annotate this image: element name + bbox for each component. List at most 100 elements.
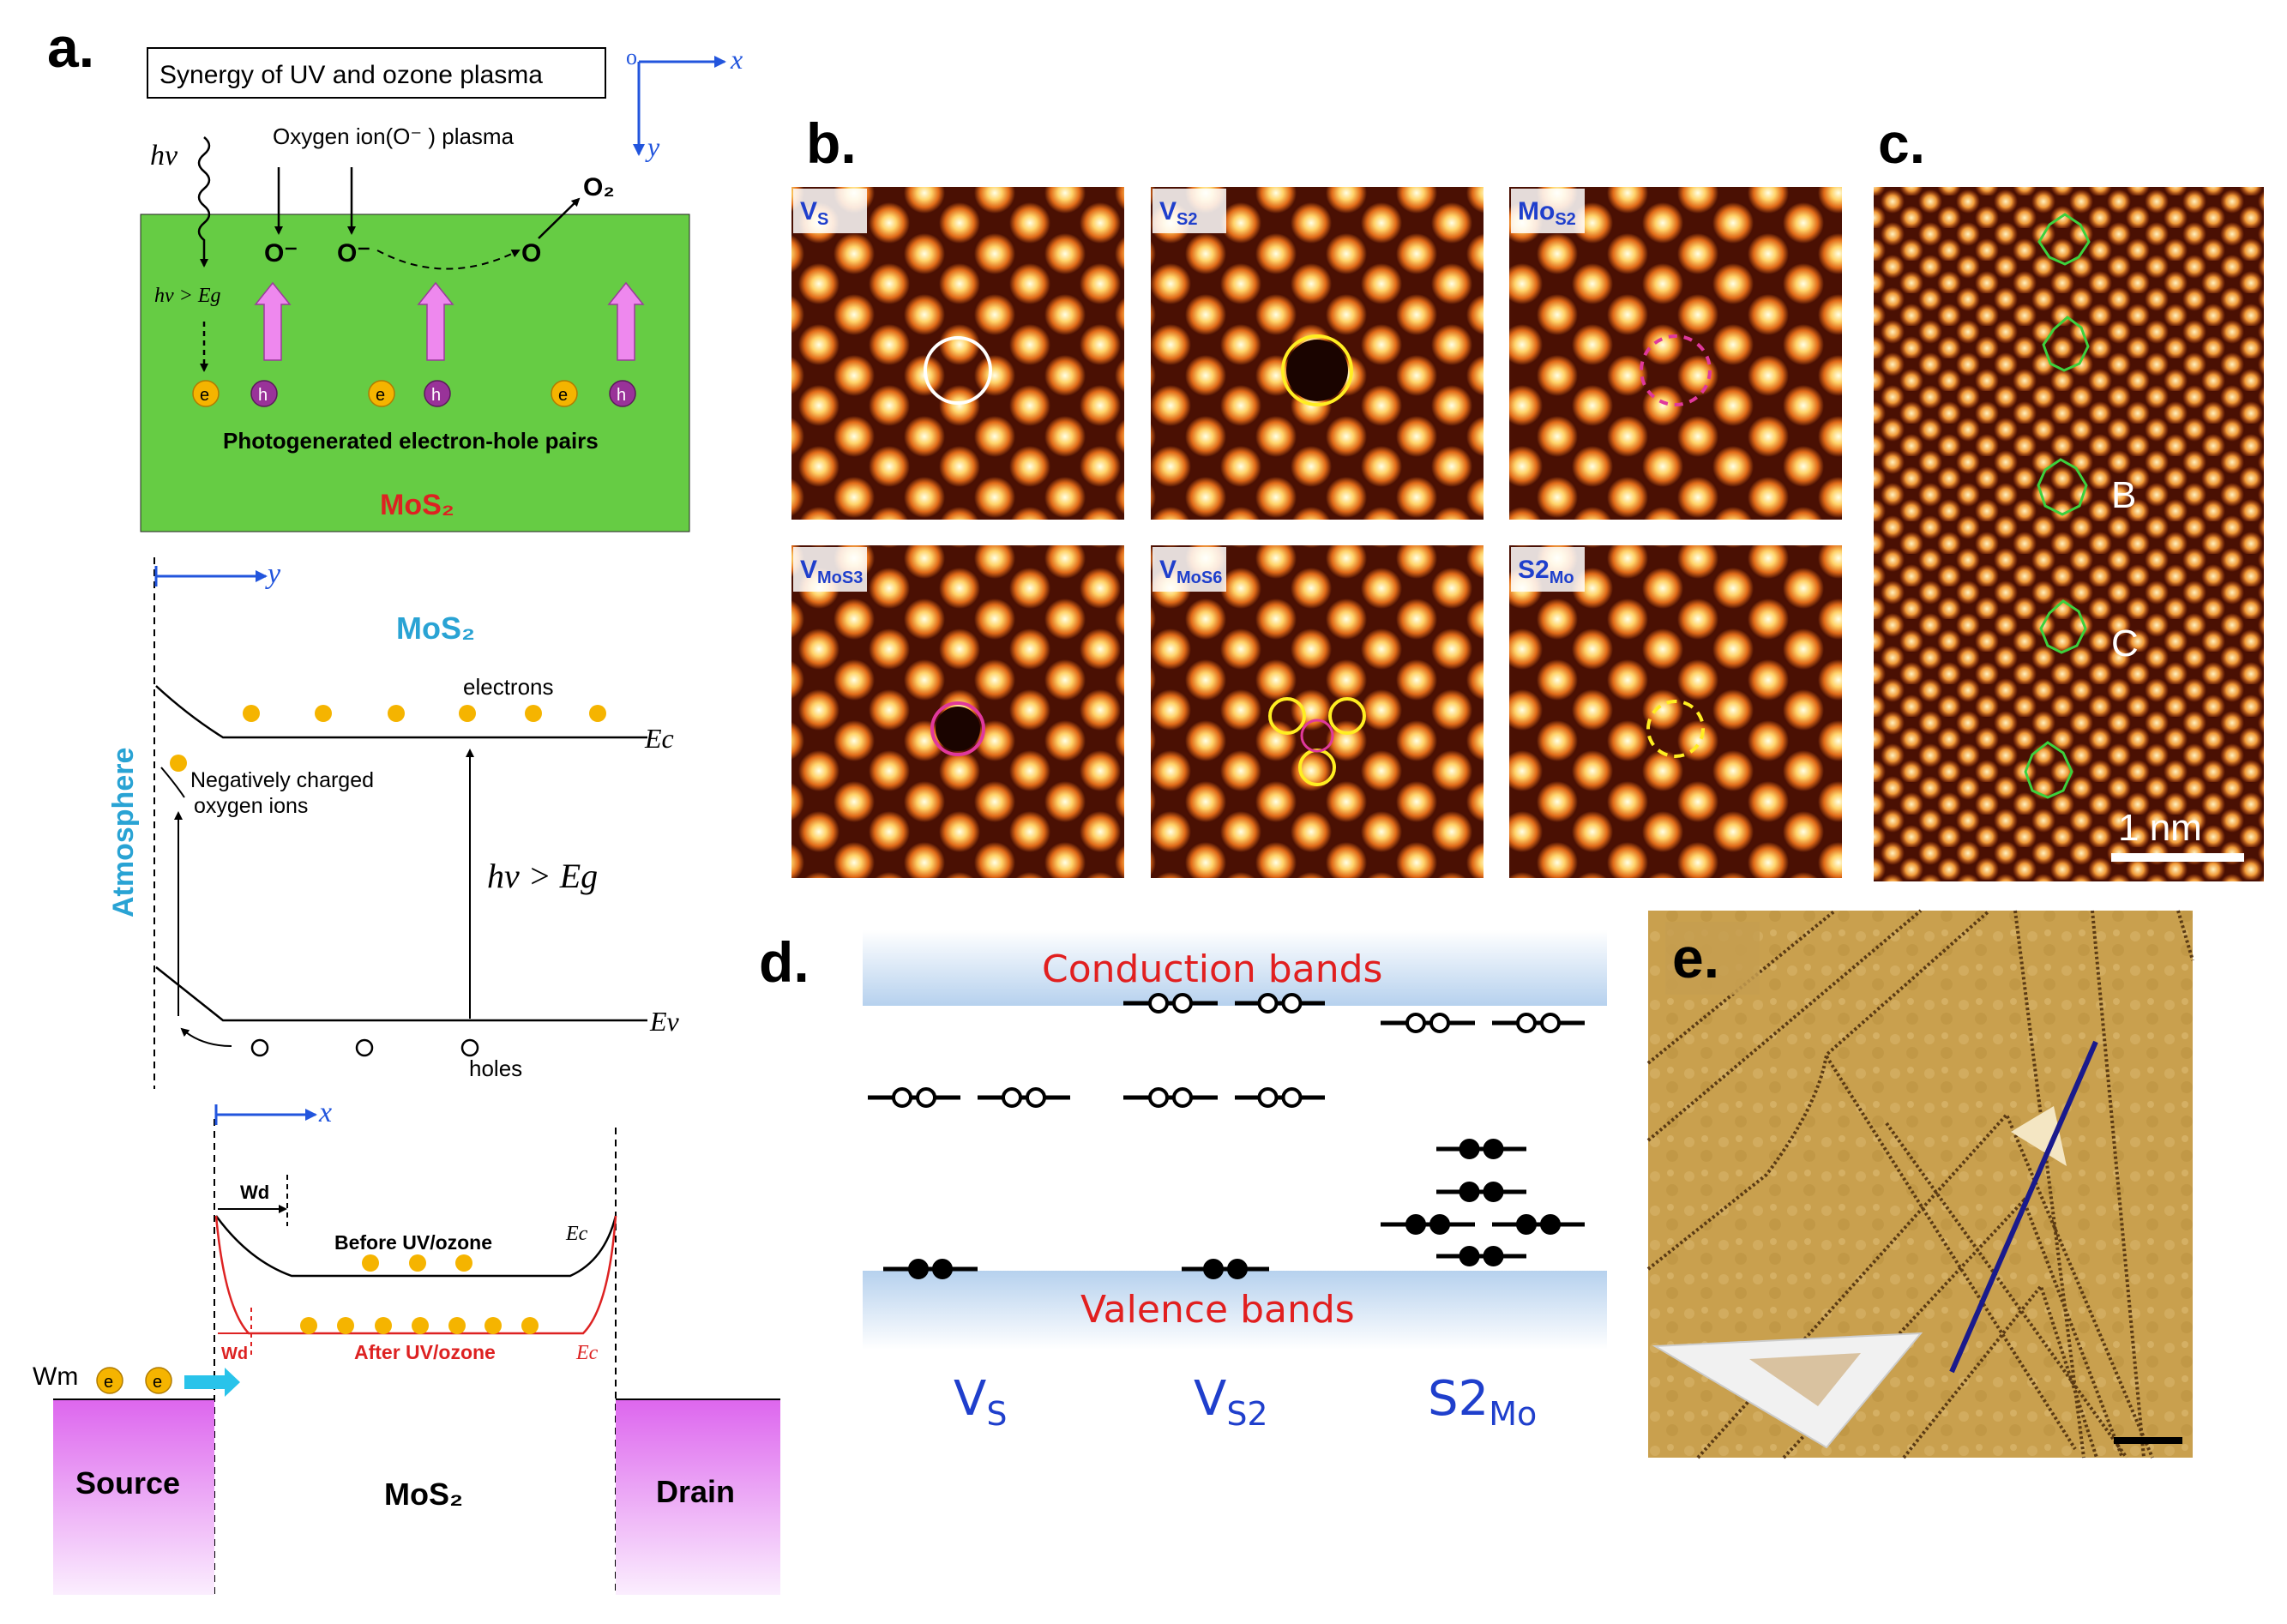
- defect-marker-center: [1300, 719, 1334, 753]
- filled-state-marker: [1540, 1214, 1561, 1235]
- empty-state-marker: [1002, 1087, 1022, 1108]
- filled-state-marker: [1483, 1246, 1504, 1266]
- device-mos2-label: MoS₂: [384, 1477, 463, 1512]
- tile-label-bg: [1511, 547, 1585, 592]
- tile-label: VMoS6: [1159, 556, 1222, 587]
- tile-label-bg: [793, 189, 867, 233]
- afm-bright-patch: [2011, 1106, 2067, 1166]
- stm-tile: [1509, 187, 1842, 520]
- empty-state-marker: [1172, 993, 1193, 1013]
- tile-label: MoS2: [1518, 197, 1576, 229]
- filled-state-marker: [1459, 1182, 1480, 1202]
- panel-label-b: b.: [806, 111, 857, 175]
- defect-label-c: C: [2111, 623, 2139, 665]
- o-minus-label-2: O⁻: [337, 239, 370, 268]
- filled-state-marker: [908, 1259, 929, 1279]
- conduction-band: [863, 930, 1607, 1006]
- source-label: Source: [75, 1465, 180, 1501]
- o2-label: O₂: [583, 173, 615, 201]
- column-label-vs: VS: [954, 1371, 1007, 1433]
- scale-label-c: 1 nm: [2118, 807, 2202, 849]
- axes-xy-icon: o x y: [626, 44, 743, 162]
- filled-state-marker: [932, 1259, 953, 1279]
- panel-label-d: d.: [759, 930, 809, 994]
- neg-ions-label-1: Negatively charged: [190, 768, 374, 792]
- filled-state-marker: [1516, 1214, 1537, 1235]
- filled-state-marker: [1405, 1214, 1426, 1235]
- svg-text:h: h: [431, 386, 441, 405]
- photon-wave-icon: [197, 136, 211, 268]
- stm-tile: [1509, 545, 1842, 878]
- valence-band: [863, 1271, 1607, 1350]
- column-label-s2mo: S2Mo: [1428, 1371, 1537, 1433]
- ec-label: Ec: [644, 723, 674, 754]
- defect-marker-circle: [930, 701, 985, 756]
- defect-marker-circle: [1268, 697, 1306, 735]
- afm-inset-pyramid-top: [1749, 1353, 1861, 1406]
- ec-device-label: Ec: [565, 1223, 588, 1245]
- scale-bar-e: [2114, 1437, 2182, 1444]
- tile-label: VMoS3: [800, 556, 863, 587]
- panel-label-c: c.: [1878, 111, 1925, 175]
- panel-label-a: a.: [47, 15, 94, 79]
- scale-bar-c: [2111, 853, 2244, 862]
- stm-tile: [791, 187, 1124, 520]
- axis-x-label: x: [730, 44, 743, 75]
- tile-label-bg: [1153, 547, 1226, 592]
- conduction-label: Conduction bands: [1042, 947, 1382, 991]
- empty-state-marker: [1257, 993, 1279, 1013]
- mos2-green-block: [140, 214, 690, 532]
- defect-columns: VS VS2 S2Mo: [954, 1371, 1537, 1433]
- tile-label: VS: [800, 197, 828, 229]
- o-minus-label-1: O⁻: [264, 239, 298, 268]
- band-mos2-label: MoS₂: [396, 611, 475, 646]
- svg-text:h: h: [617, 386, 626, 405]
- filled-state-marker: [1203, 1259, 1224, 1279]
- afm-profile-line: [1949, 1040, 2098, 1374]
- after-label: After UV/ozone: [354, 1341, 496, 1363]
- synergy-title: Synergy of UV and ozone plasma: [159, 61, 543, 89]
- defect-marker-circle: [1328, 697, 1366, 735]
- tile-label-bg: [1153, 189, 1226, 233]
- filled-state-marker: [1459, 1246, 1480, 1266]
- filled-state-marker: [1429, 1214, 1450, 1235]
- empty-state-marker: [916, 1087, 936, 1108]
- empty-state-marker: [1172, 1087, 1193, 1108]
- empty-state-marker: [1281, 1087, 1303, 1108]
- empty-state-marker: [1405, 1013, 1426, 1033]
- hv-label: hν: [150, 140, 178, 171]
- empty-state-marker: [1281, 993, 1303, 1013]
- defect-marker-circle: [1640, 334, 1712, 406]
- svg-text:e: e: [104, 1373, 113, 1392]
- o-free-label: O: [521, 239, 541, 268]
- panel-label-e-bg: [1665, 922, 1760, 995]
- synergy-title-box: [147, 47, 606, 99]
- tile-label-bg: [793, 547, 867, 592]
- hv-gt-eg-small: hν > Eg: [154, 285, 221, 307]
- tile-label: S2Mo: [1518, 556, 1574, 587]
- wm-label: Wm: [33, 1362, 78, 1391]
- empty-state-marker: [1540, 1013, 1561, 1033]
- empty-state-marker: [1148, 993, 1169, 1013]
- ev-label: Ev: [649, 1006, 680, 1037]
- vacancy-dark-spot: [936, 707, 980, 751]
- o2-release-arrow: [538, 197, 581, 239]
- defect-marker-circle: [1281, 334, 1353, 406]
- axis-y-label: y: [645, 131, 660, 162]
- pink-up-arrows: [254, 281, 645, 361]
- filled-state-marker: [1227, 1259, 1248, 1279]
- valence-label: Valence bands: [1080, 1288, 1355, 1332]
- svg-text:h: h: [258, 386, 268, 405]
- defect-levels: [868, 993, 1585, 1279]
- defect-marker-circle: [924, 336, 992, 405]
- svg-text:e: e: [558, 386, 568, 405]
- filled-state-marker: [1459, 1139, 1480, 1159]
- mos2-red-label: MoS₂: [380, 489, 454, 521]
- column-label-vs2: VS2: [1194, 1371, 1268, 1433]
- svg-text:e: e: [200, 386, 209, 405]
- filled-state-marker: [1483, 1139, 1504, 1159]
- hv-gt-eg-label: hν > Eg: [487, 857, 598, 895]
- ec-red-label: Ec: [575, 1342, 599, 1364]
- device-diagram: x Wd Before UV/ozone Ec Wd After UV/ozon…: [33, 1097, 780, 1595]
